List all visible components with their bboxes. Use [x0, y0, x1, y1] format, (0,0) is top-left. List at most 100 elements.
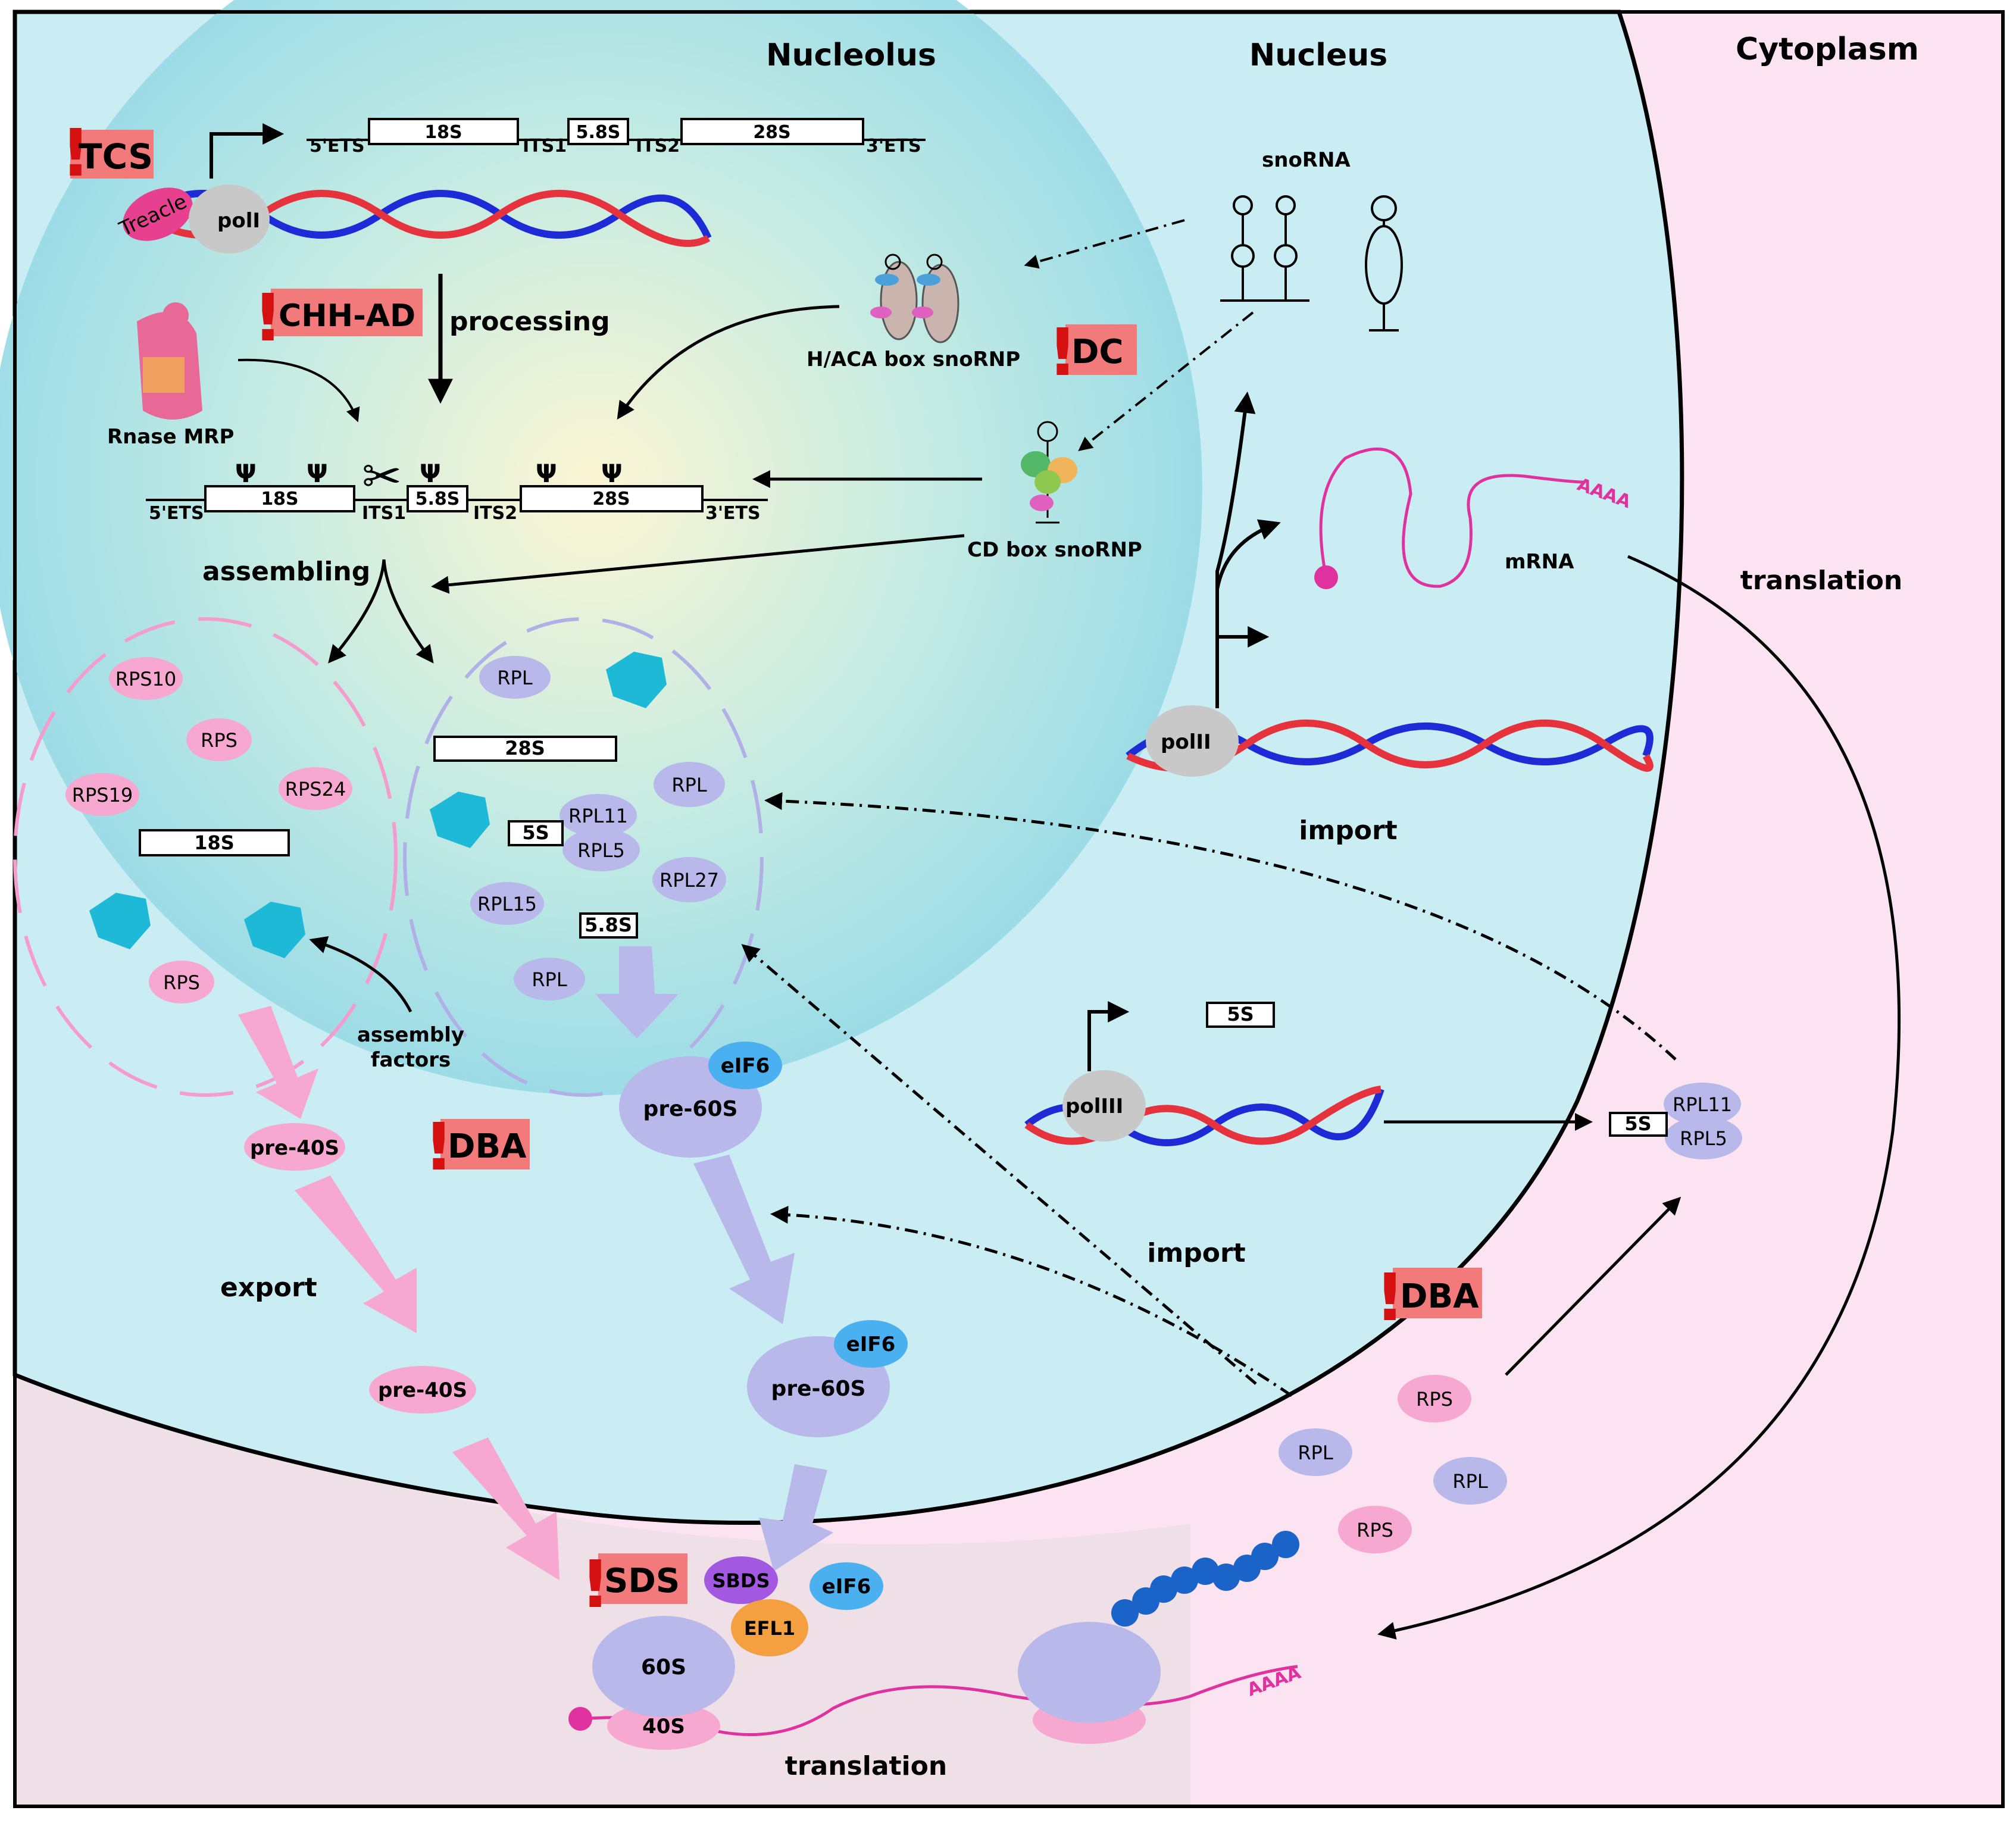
- processed-58s: 5.8S: [415, 489, 460, 509]
- psi-mark: Ψ: [536, 459, 557, 488]
- rps-a: RPS: [201, 729, 237, 752]
- poli-enzyme: [189, 185, 270, 254]
- large-subunit-proteins: RPL RPL RPL11 RPL5 RPL27 RPL15 RPL 28S 5…: [433, 656, 726, 1000]
- poliii-tss-arrow: [1087, 1001, 1130, 1071]
- chh-ad-tag: ! CHH-AD: [253, 280, 423, 356]
- psi-mark: Ψ: [307, 459, 328, 488]
- rdna-its2: ITS2: [636, 136, 680, 157]
- cytoplasm-title: Cytoplasm: [1736, 32, 1919, 67]
- processed-3ets: 3'ETS: [705, 503, 761, 524]
- assembling-label: assembling: [202, 556, 370, 587]
- rpl-cytoplasm-a: [1279, 1428, 1352, 1476]
- sbds-protein: [704, 1556, 778, 1604]
- rdna-5ets: 5'ETS: [310, 136, 365, 157]
- ribosome-40s-label: 40S: [642, 1715, 685, 1738]
- sds-tag: ! SDS: [580, 1546, 687, 1622]
- rpl11-cytoplasm: [1664, 1083, 1741, 1125]
- svg-text:!: !: [1375, 1259, 1405, 1336]
- mrna-cap-upper: [1314, 565, 1338, 589]
- rps-cytoplasm-a-label: RPS: [1416, 1388, 1453, 1411]
- svg-text:!: !: [61, 115, 90, 191]
- cd-box-snornp: [1021, 421, 1077, 524]
- poli-tss-arrow: [210, 123, 285, 179]
- rnase-mrp-complex: [137, 302, 202, 420]
- rpl-cytoplasm-a-label: RPL: [1298, 1441, 1333, 1464]
- small-18s: 18S: [194, 831, 235, 854]
- import-lower-arrow-2: [741, 944, 1257, 1385]
- assembly-factor-icons: [89, 652, 667, 958]
- assembly-factors-label-1: assembly: [357, 1023, 464, 1047]
- large-subunit-assembly-zone: [403, 617, 764, 1097]
- haca-label: H/ACA box snoRNP: [807, 348, 1020, 371]
- psi-mark: Ψ: [601, 459, 623, 488]
- haca-to-transcript-arrow: [617, 305, 840, 420]
- tcs-label: TCS: [79, 136, 153, 177]
- processed-its2: ITS2: [473, 503, 517, 524]
- import-upper-arrow: [764, 792, 1677, 1061]
- rps-cytoplasm-b-label: RPS: [1356, 1519, 1393, 1541]
- sbds-label: SBDS: [712, 1569, 770, 1592]
- processed-its1: ITS1: [362, 503, 406, 524]
- processed-transcript: 18S 5.8S 28S 5'ETS ITS1 ITS2 3'ETS Ψ Ψ Ψ…: [146, 459, 768, 524]
- assembling-right-arrow: [382, 559, 434, 664]
- snorna-label: snoRNA: [1262, 148, 1351, 172]
- five-s-transcript: [1206, 1002, 1275, 1028]
- snorna-to-cdbox-arrow: [1078, 311, 1254, 451]
- rpl-cytoplasm-b: [1433, 1457, 1507, 1505]
- haca-snornp: [870, 254, 959, 343]
- export-label: export: [220, 1272, 317, 1303]
- rps24: RPS24: [285, 778, 346, 801]
- rnase-mrp-label: Rnase MRP: [107, 425, 234, 449]
- cd-box-label: CD box snoRNP: [967, 538, 1142, 562]
- ribosome-40s: [607, 1702, 720, 1750]
- dba-nucleolus-label: DBA: [448, 1127, 527, 1166]
- pre40s-nucleolus: [244, 1123, 345, 1171]
- rpl-c: RPL: [532, 968, 567, 991]
- nascent-peptide: [1111, 1531, 1299, 1627]
- rps-b: RPS: [163, 971, 200, 994]
- rdna-18s: 18S: [424, 122, 462, 143]
- rpl15: RPL15: [477, 893, 537, 915]
- rdna-its1: ITS1: [523, 136, 567, 157]
- rps10: RPS10: [115, 668, 177, 690]
- tcs-tag: ! TCS: [61, 115, 154, 191]
- svg-text:!: !: [253, 280, 283, 356]
- dba-nucleolus-tag: ! DBA: [424, 1109, 530, 1185]
- ribosome-60s: [592, 1616, 735, 1717]
- scissors-icon: ✂: [362, 449, 402, 504]
- rdna-3ets: 3'ETS: [866, 136, 921, 157]
- treacle-protein: [123, 187, 193, 241]
- svg-text:!: !: [1048, 314, 1077, 390]
- polii-enzyme: [1146, 705, 1239, 777]
- five-s-rnp-box: [1609, 1112, 1668, 1137]
- mrna-strand-upper: [1319, 447, 1584, 588]
- psi-mark: Ψ: [235, 459, 257, 488]
- rdna-28s: 28S: [753, 122, 790, 143]
- dba-cytoplasm-label: DBA: [1400, 1277, 1479, 1316]
- large-5s: 5S: [522, 821, 549, 844]
- rpl5-cytoplasm: [1665, 1117, 1742, 1159]
- pre40s-nucleus-label: pre-40S: [378, 1378, 467, 1402]
- pre60s-nucleolus-label: pre-60S: [643, 1097, 738, 1121]
- eif6-nucleus: [834, 1320, 908, 1368]
- import-lower-arrow: [770, 1206, 1293, 1397]
- poli-label: polI: [217, 209, 260, 233]
- frame: [13, 10, 2005, 1808]
- small-subunit-proteins: RPS10 RPS RPS19 RPS24 RPS 18S: [65, 657, 352, 1003]
- eif6-nucleolus: [708, 1042, 782, 1089]
- polii-to-snorna-arrow: [1215, 391, 1256, 637]
- translation-arc: [1377, 555, 1901, 1640]
- svg-text:!: !: [580, 1546, 610, 1622]
- import-lower-label: import: [1147, 1238, 1245, 1268]
- polii-label: polII: [1161, 730, 1211, 754]
- nucleolus-title: Nucleolus: [766, 37, 936, 73]
- efl1-label: EFL1: [744, 1617, 795, 1640]
- import-upper-label: import: [1299, 815, 1397, 846]
- dc-tag: ! DC: [1048, 314, 1137, 390]
- mrna-label: mRNA: [1505, 550, 1574, 574]
- translation-upper-label: translation: [1740, 565, 1902, 596]
- poliii-enzyme: [1062, 1070, 1146, 1142]
- rpl11-cytoplasm-label: RPL11: [1673, 1093, 1732, 1116]
- dba-cytoplasm-tag: ! DBA: [1375, 1259, 1482, 1336]
